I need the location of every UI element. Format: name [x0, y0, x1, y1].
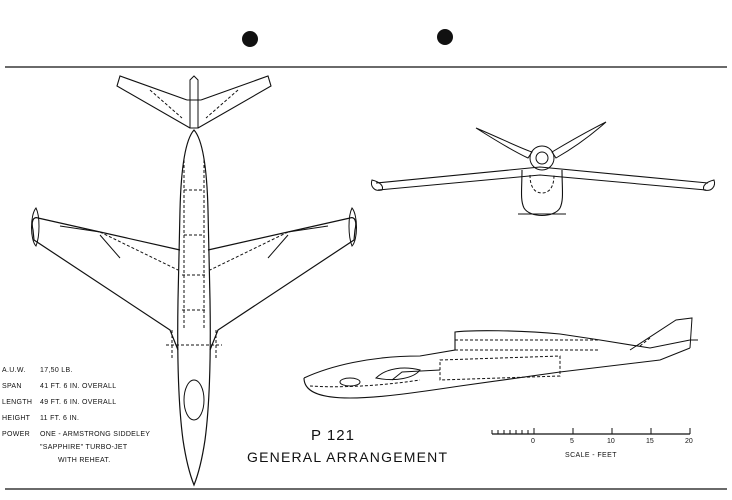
spec-value: ONE - ARMSTRONG SIDDELEY	[40, 431, 151, 438]
scale-tick-label: 10	[607, 438, 615, 445]
scale-caption: SCALE - FEET	[565, 452, 617, 459]
punch-hole-right	[437, 29, 453, 45]
drawing-designation: P 121	[311, 427, 355, 444]
spec-value: "SAPPHIRE" TURBO-JET	[40, 444, 128, 451]
front-view	[371, 121, 715, 217]
scale-tick-label: 0	[531, 438, 535, 445]
spec-key: A.U.W.	[2, 367, 26, 374]
spec-key: POWER	[2, 431, 30, 438]
spec-value: 11 FT. 6 IN.	[40, 415, 80, 422]
spec-value: 41 FT. 6 IN. OVERALL	[40, 383, 117, 390]
scale-tick-label: 20	[685, 438, 693, 445]
side-view	[303, 317, 698, 399]
plan-view	[31, 75, 357, 487]
spec-key: LENGTH	[2, 399, 33, 406]
spec-key: SPAN	[2, 383, 22, 390]
drawing-title: GENERAL ARRANGEMENT	[247, 449, 449, 465]
scale-tick-label: 15	[646, 438, 654, 445]
scale-tick-label: 5	[570, 438, 574, 445]
spec-value: WITH REHEAT.	[58, 457, 111, 464]
spec-value: 17,50 LB.	[40, 367, 73, 374]
spec-value: 49 FT. 6 IN. OVERALL	[40, 399, 117, 406]
punch-hole-left	[242, 31, 258, 47]
spec-key: HEIGHT	[2, 415, 31, 422]
scale-bar	[491, 428, 691, 435]
